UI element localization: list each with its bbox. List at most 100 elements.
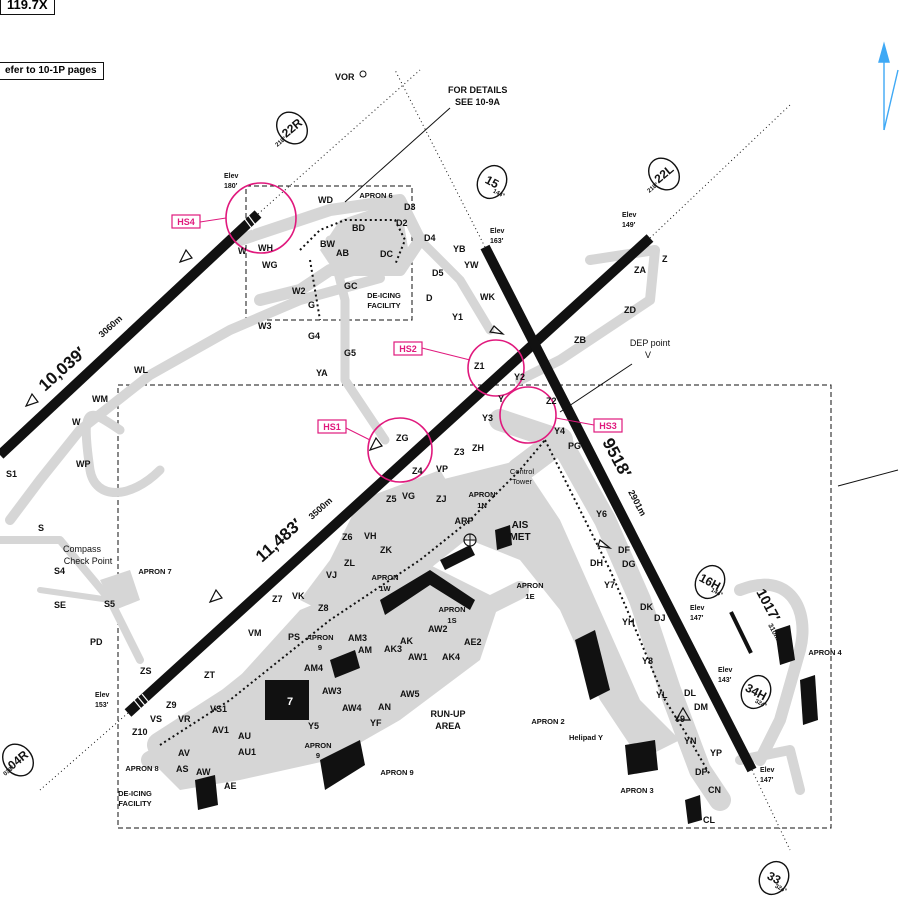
taxiway-label: ZH <box>472 443 484 453</box>
taxiway-label: Z1 <box>474 361 485 371</box>
runway-04L-22L <box>124 234 654 717</box>
taxiway-label: DL <box>684 688 696 698</box>
taxiway-label: VS1 <box>210 704 227 714</box>
hotspot-hs1-circle <box>367 417 433 483</box>
taxiway-label: Z7 <box>272 594 283 604</box>
dep-point-label-2: V <box>645 350 651 360</box>
runway-16H-heading: 144° <box>710 588 724 599</box>
taxiway-label: ZS <box>140 666 152 676</box>
taxiway-label: Y5 <box>308 721 319 731</box>
runway-1-length-m: 3060m <box>97 313 125 339</box>
taxiway-label: AK4 <box>442 652 460 662</box>
taxiway-label: GC <box>344 281 358 291</box>
apron-9a-label: APRON <box>306 633 333 642</box>
taxiway-label: YA <box>316 368 328 378</box>
north-arrow-icon <box>878 41 899 131</box>
apron-8-label: APRON 8 <box>125 764 158 773</box>
helipad-runway-16H-34H <box>729 611 753 654</box>
elev-3-value: 149′ <box>622 222 636 229</box>
apron-4-label: APRON 4 <box>808 648 842 657</box>
frequency-text: 119.7X <box>7 0 48 12</box>
taxiway-label: AK3 <box>384 644 402 654</box>
taxiway-label: AM4 <box>304 663 323 673</box>
taxiway-label: W <box>238 246 247 256</box>
runway-34H-heading: 324° <box>754 699 768 710</box>
taxiway-label: VK <box>292 591 305 601</box>
taxiway-label: G <box>308 300 315 310</box>
elev-5-label: Elev <box>760 767 775 774</box>
taxiway-label: W2 <box>292 286 306 296</box>
taxiway-label: AW3 <box>322 686 342 696</box>
taxiway-label: AV <box>178 748 190 758</box>
helipad-label: Helipad Y <box>569 733 603 742</box>
taxiway-label: Y6 <box>596 509 607 519</box>
elev-2-value: 163′ <box>490 238 504 245</box>
taxiway-label: S <box>38 523 44 533</box>
dep-point-leader <box>559 363 633 413</box>
reference-note-text: efer to 10-1P pages <box>5 65 97 76</box>
facility-label-south: FACILITY <box>118 799 151 808</box>
taxiway-label: Y2 <box>514 372 525 382</box>
apron-2-label: APRON 2 <box>531 717 564 726</box>
runway-15-heading: 144° <box>492 189 506 200</box>
apron-6-label: APRON 6 <box>359 191 392 200</box>
taxiway-label: Z5 <box>386 494 397 504</box>
details-note-line1: FOR DETAILS <box>448 85 507 95</box>
runway-15-end-label: 15 <box>483 173 502 192</box>
elev-7-label: Elev <box>718 667 733 674</box>
taxiway-label: Y4 <box>554 426 565 436</box>
taxiway-label: DC <box>380 249 393 259</box>
taxiway-label: WH <box>258 243 273 253</box>
taxiway-centerlines <box>159 219 711 776</box>
details-note-leader <box>344 107 451 203</box>
runway-15-33 <box>480 244 757 773</box>
taxiway-label: VH <box>364 531 377 541</box>
taxiway-label: Z <box>662 254 668 264</box>
elev-6-label: Elev <box>690 605 705 612</box>
taxiway-label: Z6 <box>342 532 353 542</box>
taxiway-label: ZT <box>204 670 215 680</box>
taxiway-label: ZG <box>396 433 409 443</box>
taxiway-label: DJ <box>654 613 666 623</box>
taxiway-label: DK <box>640 602 653 612</box>
threshold-markings <box>133 214 258 712</box>
apron-9c-label: APRON 9 <box>380 768 413 777</box>
taxiway-label: D <box>426 293 433 303</box>
elev-1-value: 180′ <box>224 183 238 190</box>
details-note-line2: SEE 10-9A <box>455 97 501 107</box>
taxiway-label: ZJ <box>436 494 447 504</box>
hotspot-hs1-label: HS1 <box>323 422 341 432</box>
runway-2-length-m: 3500m <box>307 495 335 521</box>
apron-3-label: APRON 3 <box>620 786 653 795</box>
taxiway-label: PS <box>288 632 300 642</box>
taxiway-label: Y7 <box>604 580 615 590</box>
taxiway-label: AS <box>176 764 189 774</box>
hotspot-hs3-label: HS3 <box>599 421 617 431</box>
apron-1s-label: APRON <box>438 605 465 614</box>
taxiway-label: AW1 <box>408 652 428 662</box>
taxiway-label: YN <box>684 736 697 746</box>
taxiway-label: DM <box>694 702 708 712</box>
taxiway-label: CL <box>703 815 715 825</box>
elev-4-label: Elev <box>95 692 110 699</box>
vor-label: VOR <box>335 72 355 82</box>
taxiway-label: AW5 <box>400 689 420 699</box>
taxiway-label: YP <box>710 748 722 758</box>
taxiway-label: WL <box>134 365 148 375</box>
taxiway-label: WG <box>262 260 278 270</box>
taxiway-label: AU <box>238 731 251 741</box>
taxiway-label: Z4 <box>412 466 423 476</box>
taxiway-label: WP <box>76 459 91 469</box>
taxiway-label: VR <box>178 714 191 724</box>
met-label: MET <box>509 532 530 543</box>
vor-icon <box>359 70 367 78</box>
apron-7-label: APRON 7 <box>138 567 171 576</box>
taxiway-label: AU1 <box>238 747 256 757</box>
taxiway-label: D4 <box>424 233 436 243</box>
apron-1e-label: APRON <box>516 581 543 590</box>
runways <box>0 210 757 773</box>
taxiway-label: Z3 <box>454 447 465 457</box>
hot-spot-circles <box>225 182 557 483</box>
taxiway-label: VS <box>150 714 162 724</box>
taxiway-label: VP <box>436 464 448 474</box>
